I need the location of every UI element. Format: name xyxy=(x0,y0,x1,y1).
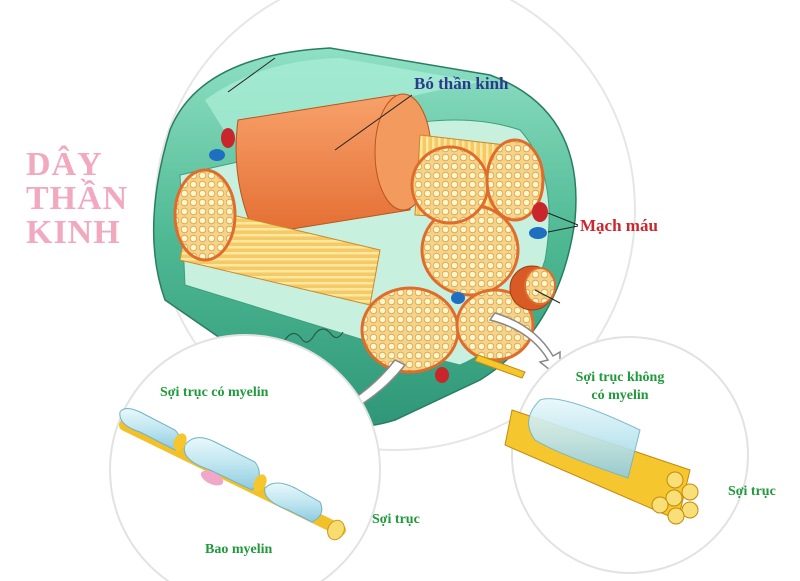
label-axon-right: Sợi trục xyxy=(728,484,776,499)
node-of-ranvier-1 xyxy=(173,433,187,451)
blood-vessel-blue-3 xyxy=(451,292,465,304)
title-line-1: DÂY xyxy=(26,146,103,183)
label-unmyelinated-axon-2: có myelin xyxy=(591,388,649,403)
node-of-ranvier-2 xyxy=(253,474,267,492)
fascicle-protrude-end xyxy=(524,267,556,305)
label-blood-vessel: Mạch máu xyxy=(580,216,658,235)
leader-vessel-1 xyxy=(547,212,579,226)
myelinated-inset xyxy=(109,334,381,581)
axon-end-5 xyxy=(667,507,685,525)
leader-bundle xyxy=(334,94,413,151)
artist-signature xyxy=(284,328,344,343)
leader-epineurium xyxy=(227,57,276,93)
schwann-nucleus xyxy=(200,470,224,486)
axon-tip-left xyxy=(327,519,345,541)
leader-perineurium xyxy=(534,289,561,304)
label-myelinated-axon: Sợi trục có myelin xyxy=(160,385,269,400)
title-line-3: KINH xyxy=(26,214,121,251)
blood-vessel-blue-2 xyxy=(529,227,547,239)
label-axon-left: Sợi trục xyxy=(372,512,420,527)
blood-vessel-red-2 xyxy=(532,202,548,222)
axon-end-3 xyxy=(665,489,683,507)
axon-bundle-ends xyxy=(651,471,699,525)
title-line-2: THẦN xyxy=(26,180,129,217)
fascicle-cross-1 xyxy=(360,286,460,374)
blood-vessel-blue-1 xyxy=(209,149,225,161)
fascicle-cross-4 xyxy=(410,145,490,225)
fascicle-cross-left xyxy=(173,168,237,262)
label-unmyelinated-axon-1: Sợi trục không xyxy=(575,370,665,385)
blood-vessel-red-1 xyxy=(221,128,235,148)
fascicle-cross-3 xyxy=(455,288,535,362)
blood-vessel-red-3 xyxy=(435,367,449,383)
fascicle-cross-5 xyxy=(485,138,545,222)
axon-end-6 xyxy=(651,496,669,514)
schwann-sheath-right xyxy=(528,398,641,479)
axon-end-1 xyxy=(666,471,684,489)
label-nerve-bundle: Bó thần kinh xyxy=(414,74,509,93)
myelin-segment-3 xyxy=(264,482,323,523)
axon-stick xyxy=(474,354,526,379)
label-myelin-sheath: Bao myelin xyxy=(205,542,273,557)
leader-vessel-2 xyxy=(547,225,579,233)
unmyelinated-inset xyxy=(504,336,749,574)
axon-end-2 xyxy=(681,483,699,501)
nerve-cylinder xyxy=(152,47,577,428)
